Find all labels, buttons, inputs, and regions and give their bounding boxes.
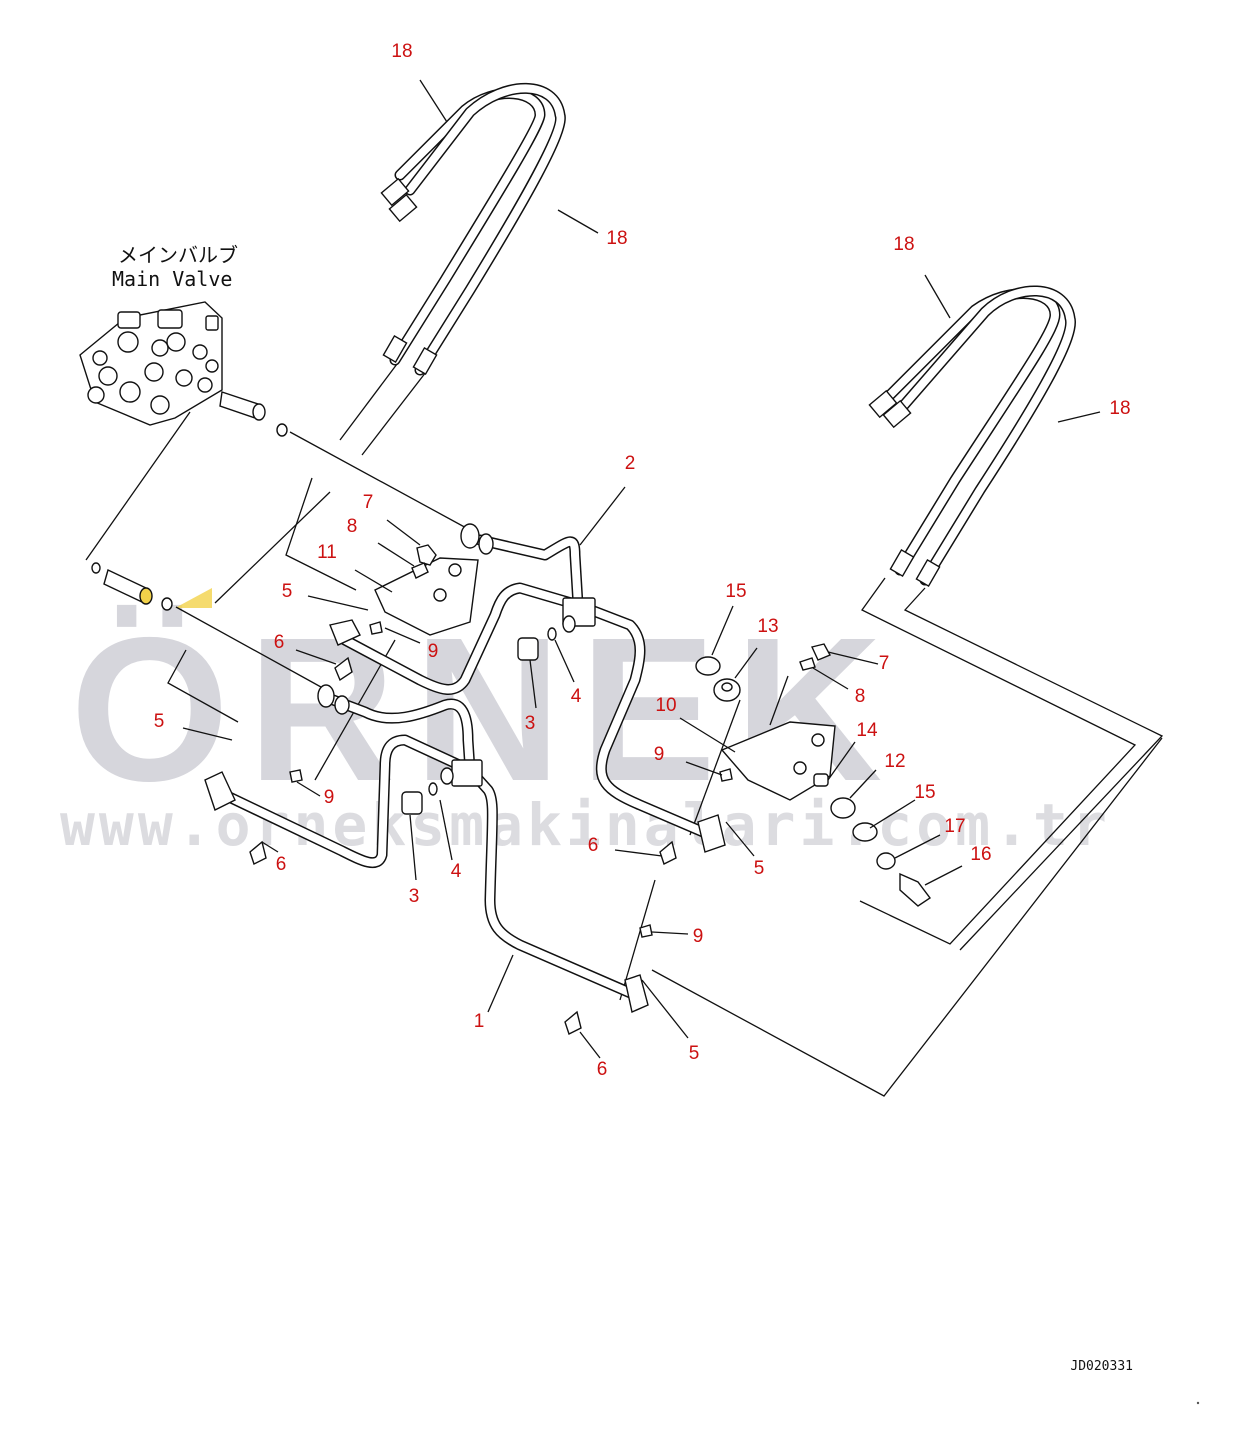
callout-17: 17 (944, 816, 965, 837)
tube-assembly-1 (204, 684, 649, 1013)
callout-4: 4 (451, 861, 462, 882)
callout-3: 3 (525, 713, 536, 734)
callout-5: 5 (282, 581, 293, 602)
callout-5: 5 (754, 858, 765, 879)
watermark-accent-icon (175, 588, 212, 608)
callout-3: 3 (409, 886, 420, 907)
valve-caption-jp: メインバルブ (118, 243, 238, 267)
main-valve-illustration (79, 301, 223, 426)
callout-6: 6 (274, 632, 285, 653)
hose-assembly-left (380, 82, 566, 376)
callout-15: 15 (914, 782, 935, 803)
bracket-10 (720, 721, 836, 801)
callouts: 18 18 18 18 2 7 8 11 5 9 6 15 13 7 8 3 4… (154, 41, 1131, 1080)
callout-9: 9 (428, 641, 439, 662)
hose-assembly-right (868, 285, 1077, 587)
callout-1-tube: 1 (474, 1011, 485, 1032)
tube-assembly-2 (329, 523, 726, 853)
callout-5: 5 (154, 711, 165, 732)
valve-caption-en: Main Valve (112, 267, 232, 291)
callout-18-hose: 18 (1109, 398, 1130, 419)
corner-mark (1196, 1401, 1200, 1405)
callout-8: 8 (347, 516, 358, 537)
callout-4: 4 (571, 686, 582, 707)
callout-9: 9 (654, 744, 665, 765)
callout-leaders (182, 79, 1101, 1059)
callout-8: 8 (855, 686, 866, 707)
callout-9: 9 (324, 787, 335, 808)
callout-7: 7 (363, 492, 374, 513)
hardware-parts (249, 544, 932, 1035)
callout-6: 6 (597, 1059, 608, 1080)
callout-13: 13 (757, 616, 778, 637)
callout-15: 15 (725, 581, 746, 602)
callout-9: 9 (693, 926, 704, 947)
bracket-11 (374, 557, 479, 636)
callout-14: 14 (856, 720, 878, 741)
callout-2-tube: 2 (625, 453, 636, 474)
callout-18-hose: 18 (606, 228, 627, 249)
callout-5: 5 (689, 1043, 700, 1064)
callout-6: 6 (588, 835, 599, 856)
callout-11-bracket: 11 (317, 542, 337, 563)
callout-7: 7 (879, 653, 890, 674)
callout-18-hose: 18 (893, 234, 914, 255)
callout-6: 6 (276, 854, 287, 875)
assembly-lines (85, 359, 1164, 1097)
drawing-code: JD020331 (1070, 1359, 1133, 1374)
valve-adapter-lower (91, 562, 173, 611)
callout-10-bracket: 10 (655, 695, 676, 716)
callout-12: 12 (884, 751, 905, 772)
valve-adapter-upper (219, 391, 288, 437)
callout-18-hose: 18 (391, 41, 412, 62)
callout-16: 16 (970, 844, 991, 865)
